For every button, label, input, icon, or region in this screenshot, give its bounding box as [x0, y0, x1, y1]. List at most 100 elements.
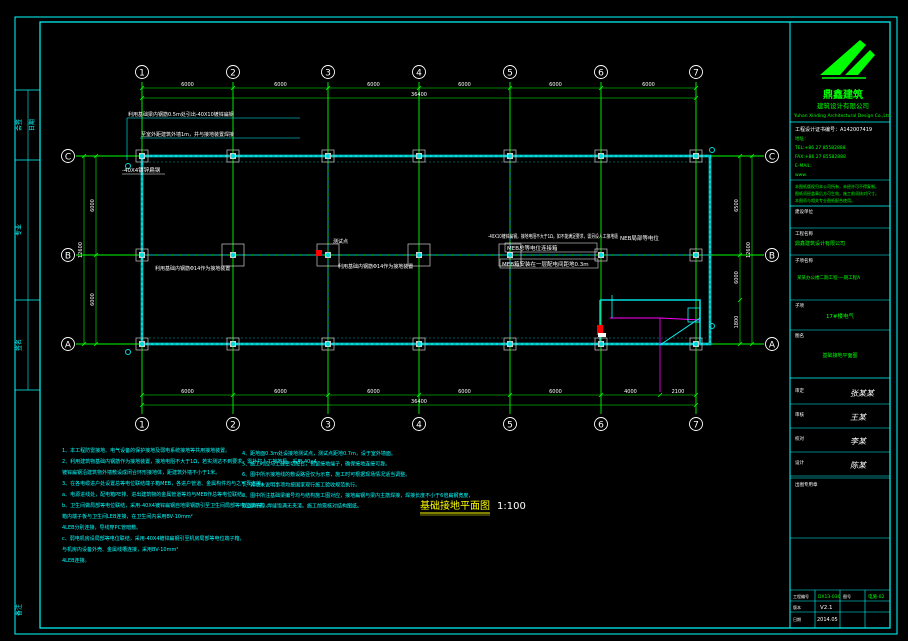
dim-bottom-span-4: 6000 [549, 389, 562, 395]
note-right-2: 6、图中所示接地线的敷设路径仅为示意，施工时可根据现场情况适当调整。 [242, 471, 410, 478]
building-label: 子项 [795, 302, 804, 309]
callout-7b: 利用基础内钢筋Φ14作为接地装置 [338, 263, 413, 270]
website: www. [795, 173, 807, 178]
address: 地址： [795, 135, 809, 142]
signature-roles: 审定张某某审核王某校对李某设计陈某 [790, 387, 890, 477]
weld-point-A2 [230, 341, 236, 347]
inner-frame [39, 21, 891, 629]
dim-left-span-1: 6000 [90, 293, 96, 306]
column-B5 [498, 243, 522, 267]
project-label: 工程名称 [795, 230, 813, 237]
dim-top-span-4: 6000 [549, 82, 562, 88]
note-left-5: b、卫生间做局部等电位联结，采用-40X4镀锌扁钢自地梁钢筋引至卫生间局部等电位… [62, 502, 270, 509]
certificate: 工程设计证书编号：A142007419 [795, 126, 872, 133]
title-block: 鼎鑫建筑 建筑设计有限公司 Yuhan Xinding Architectura… [789, 22, 892, 628]
weld-point-B7 [693, 252, 699, 258]
axis-bubble-C-left [61, 149, 75, 163]
role-signature-0: 张某某 [850, 389, 876, 398]
dim-right-total-0: 12600 [746, 242, 752, 258]
axis-label-7-bottom: 7 [693, 421, 699, 431]
axis-bubble-B-right [765, 248, 779, 262]
axis-label-6-bottom: 6 [598, 421, 604, 431]
column-B1 [135, 248, 149, 262]
project-no-label: 工程编号 [793, 593, 809, 599]
axis-bubble-C-right [765, 149, 779, 163]
version: V2.1 [820, 605, 833, 611]
axis-label-2-bottom: 2 [230, 421, 236, 431]
weld-point-B2 [230, 252, 236, 258]
ground-ring-inner [141, 155, 711, 345]
callout-9: NEB局部等电位 [620, 234, 659, 242]
ground-terminal-1 [125, 349, 131, 355]
axis-label-5-top: 5 [507, 69, 513, 79]
dim-bottom-span-5: 4000 [624, 389, 637, 395]
weld-point-B4 [416, 252, 422, 258]
weld-point-A4 [416, 341, 422, 347]
drawing-value: 基础接地平面图 [822, 352, 857, 359]
dim-top-span-1: 6000 [274, 82, 287, 88]
axis-bubble-5-top [503, 65, 517, 79]
date-label: 日期 [793, 616, 801, 622]
dim-bottom-span-1: 6000 [274, 389, 287, 395]
weld-point-C4 [416, 153, 422, 159]
dim-right-span-2: 1800 [734, 316, 740, 329]
weld-point-B1 [139, 252, 145, 258]
callouts: 利用基础梁内钢筋0.5m处引出-40X10镀锌扁钢 至室外距建筑外墙1m，并与接… [122, 111, 659, 272]
note-right-5: 双面焊接，焊缝饱满无夹渣。施工前需核对结构图纸。 [242, 503, 362, 510]
role-label-0: 审定 [795, 387, 804, 394]
axis-label-3-top: 3 [325, 69, 331, 79]
strip-label-3: 签名 [15, 339, 23, 351]
note-left-4: a、电源进线处，配电箱PE排、进出建筑物的金属管道等均与MEB作总等电位联结。 [62, 491, 247, 498]
ground-terminal-2 [709, 147, 715, 153]
callout-5: MEB总等电位连接箱 [507, 244, 558, 252]
dim-right-span-1: 6000 [734, 271, 740, 284]
column-C6 [594, 149, 608, 163]
axis-bubble-6-bottom [594, 417, 608, 431]
axis-label-2-top: 2 [230, 69, 236, 79]
company-name: 鼎鑫建筑 [823, 88, 863, 101]
note-left-9: 与机房内设备外壳、金属线槽连接，采用BV-10mm² [62, 546, 178, 553]
test-point-marker [316, 250, 322, 256]
ground-terminal-3 [709, 323, 715, 329]
weld-point-B6 [598, 252, 604, 258]
column-A2 [226, 337, 240, 351]
callout-1: 利用基础梁内钢筋0.5m处引出-40X10镀锌扁钢 [128, 111, 234, 118]
role-signature-2: 李某 [850, 437, 868, 446]
statement-1: 本图纸版权归本公司所有，未经许可不得复制。 [795, 183, 879, 189]
axis-label-A-left: A [65, 341, 72, 351]
axis-bubble-4-top [412, 65, 426, 79]
date: 2014.05 [817, 617, 838, 623]
axis-label-6-top: 6 [598, 69, 604, 79]
note-left-8: c、弱电机房设局部等电位联结，采用-40X4镀锌扁钢引至机房局部等电位端子箱， [62, 535, 245, 542]
axis-label-C-left: C [65, 153, 71, 163]
note-left-6: 箱内端子板与卫生间LEB连接，在卫生间内采用BV-10mm² [62, 513, 193, 520]
strip-label-4: 日期 [28, 119, 36, 131]
column-A7 [689, 337, 703, 351]
axis-label-3-bottom: 3 [325, 421, 331, 431]
strip-label-1: 会签 [15, 119, 23, 131]
drawing-title-text: 基础接地平面图 [420, 499, 490, 512]
seal-label: 出图专用章 [795, 481, 818, 488]
drawing-no: 电施-02 [868, 593, 884, 600]
version-label: 版本 [793, 604, 801, 610]
ground-terminal-0 [125, 163, 131, 169]
callout-6: MEB箱安装在一层配电间距地0.3m [502, 260, 589, 268]
company-sub: 建筑设计有限公司 [817, 101, 869, 110]
statement-2: 图纸须经盖章后方可生效，施工前须核对尺寸。 [795, 190, 879, 196]
column-C5 [503, 149, 517, 163]
axis-bubble-2-top [226, 65, 240, 79]
weld-point-C1 [139, 153, 145, 159]
weld-point-A6 [598, 341, 604, 347]
dim-top-span-5: 6000 [642, 82, 655, 88]
columns [125, 147, 715, 355]
statement-3: 本图须与相关专业图纸配合使用。 [795, 197, 855, 203]
column-C4 [412, 149, 426, 163]
axis-label-1-top: 1 [139, 69, 145, 79]
dim-bottom-total-0: 36400 [411, 399, 427, 405]
email: E-MAIL: [795, 163, 812, 169]
general-notes-right: 4、距地面0.3m处设接地测试点，测试点距地0.7m，设于室外墙面。5、施工时应… [242, 450, 473, 510]
meb-box-marker [597, 325, 603, 335]
dim-bottom-span-3: 6000 [458, 389, 471, 395]
role-signature-3: 陈某 [850, 461, 868, 470]
drawing-title: 基础接地平面图 1:100 [420, 499, 526, 516]
